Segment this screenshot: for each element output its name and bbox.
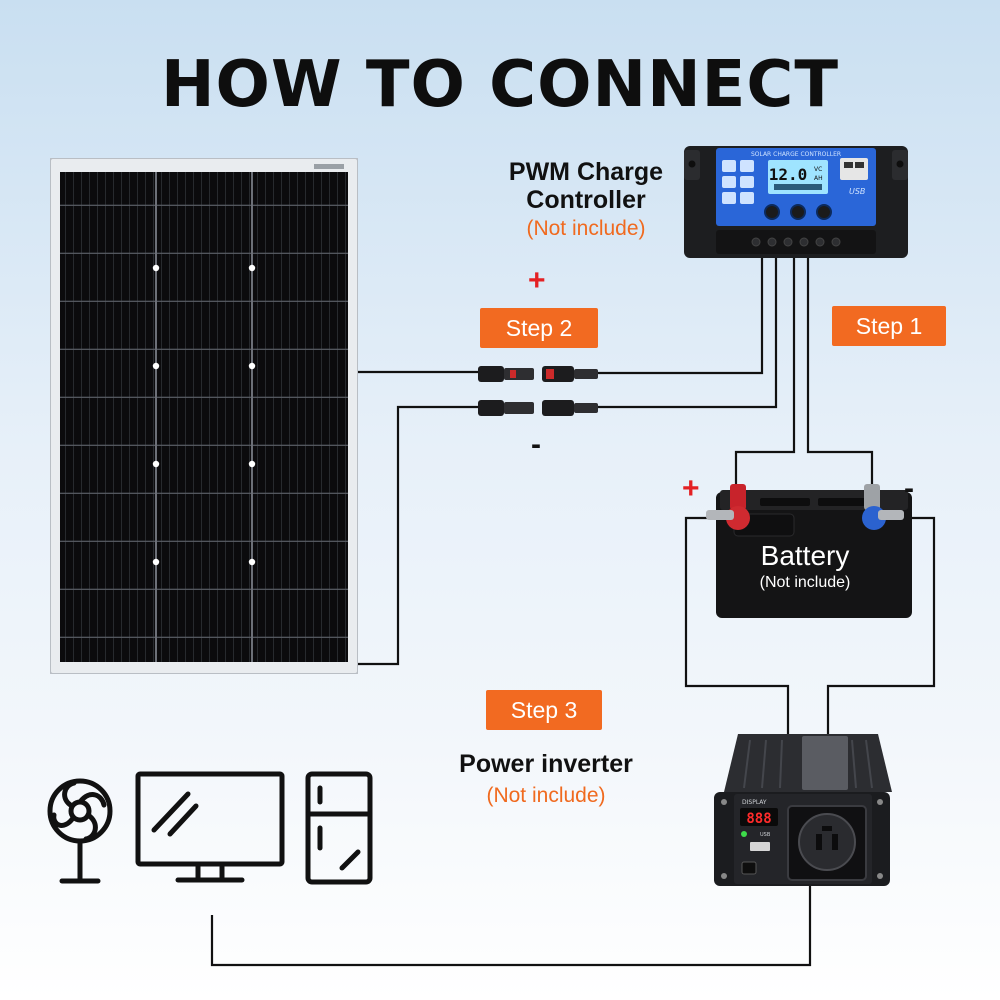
wire-controller-battery-positive (734, 255, 796, 488)
controller-display-value: 12.0 (769, 165, 808, 184)
pv-positive-sign: + (528, 264, 546, 297)
battery-positive-terminal (706, 484, 750, 530)
monitor-icon (135, 771, 285, 883)
wire-battery-inverter-negative (826, 516, 936, 740)
mc4-negative-male (478, 400, 534, 416)
battery-negative-sign: - (904, 472, 914, 505)
controller-display-unit-top: VC (814, 166, 822, 173)
wire-controller-battery-negative (806, 255, 874, 488)
controller-panel-text: SOLAR CHARGE CONTROLLER (751, 151, 841, 158)
fridge-icon (305, 771, 373, 885)
battery-negative-terminal (862, 484, 904, 530)
charge-controller: SOLAR CHARGE CONTROLLER 12.0 VC AH USB (684, 146, 908, 258)
wire-controller-pv-positive (598, 255, 764, 375)
controller-usb-text: USB (849, 187, 865, 196)
inverter-label: Power inverter (459, 750, 633, 778)
power-inverter: DISPLAY 888 USB (714, 734, 892, 886)
pv-negative-sign: - (531, 428, 541, 461)
wire-battery-inverter-positive (684, 516, 790, 740)
controller-label-line2: Controller (526, 186, 646, 214)
battery-label: Battery (760, 540, 850, 571)
controller-display-unit-bottom: AH (814, 175, 823, 182)
wire-panel-negative (355, 405, 478, 666)
mc4-positive-female (542, 366, 598, 382)
step-3-badge: Step 3 (486, 690, 602, 730)
step-1-badge: Step 1 (832, 306, 946, 346)
mc4-positive-male (478, 366, 534, 382)
inverter-display-label: DISPLAY (742, 799, 767, 806)
mc4-connectors (478, 366, 598, 416)
inverter-usb-label: USB (760, 832, 771, 838)
fan-icon (47, 778, 113, 884)
battery-positive-sign: + (682, 472, 700, 505)
solar-panel (50, 158, 358, 674)
battery-note: (Not include) (759, 574, 851, 591)
inverter-display-value: 888 (746, 811, 771, 827)
wire-controller-pv-negative (598, 255, 778, 409)
controller-label-line1: PWM Charge (508, 158, 664, 186)
wire-inverter-appliances (210, 880, 812, 967)
page-title: HOW TO CONNECT (160, 48, 840, 122)
controller-note: (Not include) (526, 217, 646, 240)
step-2-badge: Step 2 (480, 308, 598, 348)
mc4-negative-female (542, 400, 598, 416)
battery (706, 484, 912, 618)
inverter-note: (Not include) (486, 784, 606, 807)
